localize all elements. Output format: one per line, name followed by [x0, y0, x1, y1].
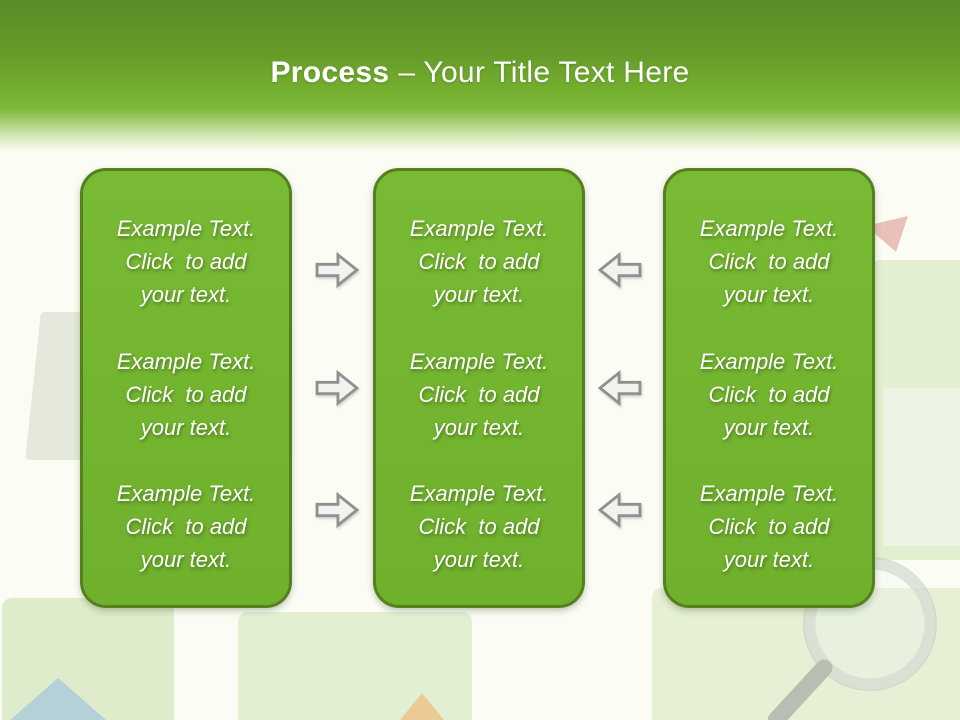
title-lead: Process [270, 56, 390, 89]
placeholder-line: Example Text. [699, 348, 839, 374]
arrow-right-icon [315, 491, 360, 529]
placeholder-line: Click to add [708, 514, 830, 539]
placeholder-line: Click to add [708, 249, 830, 274]
slide-header: Process– Your Title Text Here [0, 0, 960, 152]
arrow-left-icon [597, 251, 642, 289]
process-box-right[interactable]: Example Text. Click to add your text. Ex… [663, 168, 875, 608]
text-placeholder[interactable]: Example Text. Click to add your text. [674, 345, 864, 444]
placeholder-line: Click to add [418, 249, 540, 274]
placeholder-line: Example Text. [409, 348, 549, 374]
placeholder-line: Click to add [125, 249, 247, 274]
text-placeholder[interactable]: Example Text. Click to add your text. [384, 212, 574, 311]
text-placeholder[interactable]: Example Text. Click to add your text. [674, 212, 864, 311]
title-rest: – Your Title Text Here [398, 56, 690, 89]
placeholder-line: your text. [140, 414, 232, 440]
placeholder-line: Click to add [418, 381, 540, 407]
folder-watermark-icon [238, 612, 472, 720]
placeholder-line: your text. [433, 414, 525, 440]
placeholder-line: Example Text. [699, 481, 839, 506]
placeholder-line: Click to add [708, 381, 830, 407]
arrow-left-icon [597, 491, 642, 529]
text-placeholder[interactable]: Example Text. Click to add your text. [91, 477, 281, 576]
placeholder-line: your text. [723, 282, 815, 307]
text-placeholder[interactable]: Example Text. Click to add your text. [384, 345, 574, 444]
placeholder-line: your text. [723, 414, 815, 440]
placeholder-line: Example Text. [116, 216, 256, 241]
papers-watermark-icon [884, 388, 960, 546]
placeholder-line: Example Text. [116, 348, 256, 374]
placeholder-line: Click to add [125, 381, 247, 407]
placeholder-line: Example Text. [409, 216, 549, 241]
arrow-right-icon [315, 251, 360, 289]
text-placeholder[interactable]: Example Text. Click to add your text. [384, 477, 574, 576]
page-title: Process– Your Title Text Here [270, 0, 689, 89]
placeholder-line: your text. [140, 547, 232, 572]
text-placeholder[interactable]: Example Text. Click to add your text. [91, 345, 281, 444]
placeholder-line: Example Text. [699, 216, 839, 241]
text-placeholder[interactable]: Example Text. Click to add your text. [674, 477, 864, 576]
process-box-middle[interactable]: Example Text. Click to add your text. Ex… [373, 168, 585, 608]
placeholder-line: your text. [433, 282, 525, 307]
folder-watermark-icon [2, 598, 174, 720]
orange-arrow-watermark-icon [400, 693, 444, 720]
placeholder-line: Example Text. [116, 481, 256, 506]
arrow-right-icon [315, 369, 360, 407]
placeholder-line: Click to add [125, 514, 247, 539]
placeholder-line: Click to add [418, 514, 540, 539]
text-placeholder[interactable]: Example Text. Click to add your text. [91, 212, 281, 311]
placeholder-line: your text. [140, 282, 232, 307]
folder-watermark-icon [872, 260, 960, 560]
blue-arrow-watermark-icon [10, 678, 106, 720]
placeholder-line: your text. [433, 547, 525, 572]
process-box-left[interactable]: Example Text. Click to add your text. Ex… [80, 168, 292, 608]
placeholder-line: Example Text. [409, 481, 549, 506]
arrow-left-icon [597, 369, 642, 407]
placeholder-line: your text. [723, 547, 815, 572]
